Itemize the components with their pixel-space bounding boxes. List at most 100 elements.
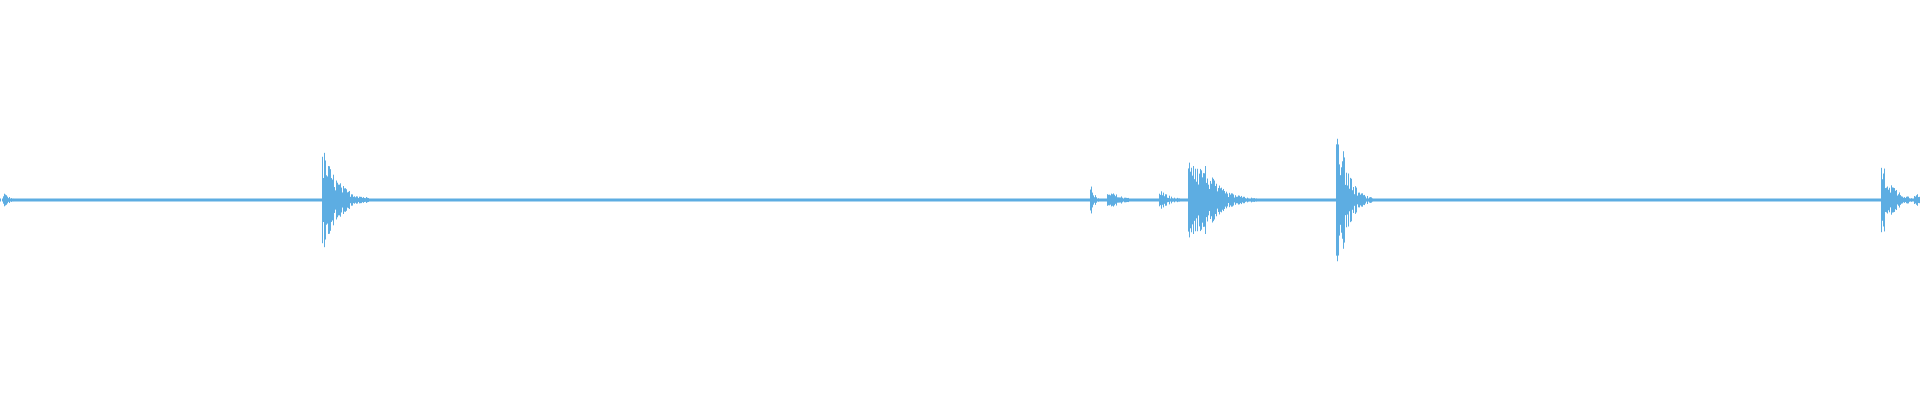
waveform-sample-bar xyxy=(774,198,775,202)
waveform-sample-bar xyxy=(1874,198,1875,202)
waveform-sample-bar xyxy=(1886,187,1887,213)
waveform-sample-bar xyxy=(750,198,751,202)
waveform-sample-bar xyxy=(1322,198,1323,202)
waveform-sample-bar xyxy=(1640,198,1641,202)
waveform-sample-bar xyxy=(1168,198,1169,202)
waveform-sample-bar xyxy=(1471,198,1472,202)
waveform-sample-bar xyxy=(637,198,638,202)
waveform-sample-bar xyxy=(650,198,651,202)
waveform-sample-bar xyxy=(1195,168,1196,232)
waveform-sample-bar xyxy=(1443,198,1444,202)
waveform-sample-bar xyxy=(417,198,418,202)
waveform-sample-bar xyxy=(1310,198,1311,202)
waveform-sample-bar xyxy=(1347,185,1348,215)
waveform-sample-bar xyxy=(1425,198,1426,202)
waveform-sample-bar xyxy=(1259,198,1260,202)
waveform-sample-bar xyxy=(1707,198,1708,202)
waveform-sample-bar xyxy=(166,198,167,202)
waveform-sample-bar xyxy=(1778,198,1779,202)
waveform-sample-bar xyxy=(681,198,682,202)
waveform-sample-bar xyxy=(1871,198,1872,202)
waveform-sample-bar xyxy=(984,198,985,202)
waveform-sample-bar xyxy=(469,198,470,202)
waveform-sample-bar xyxy=(985,198,986,202)
waveform-sample-bar xyxy=(394,198,395,202)
waveform-sample-bar xyxy=(414,198,415,202)
waveform-sample-bar xyxy=(305,198,306,202)
waveform-sample-bar xyxy=(470,198,471,202)
waveform-sample-bar xyxy=(506,198,507,202)
waveform-sample-bar xyxy=(1082,198,1083,202)
waveform-sample-bar xyxy=(719,198,720,202)
waveform-sample-bar xyxy=(1394,198,1395,202)
waveform-sample-bar xyxy=(1744,198,1745,202)
waveform-sample-bar xyxy=(160,198,161,202)
waveform-sample-bar xyxy=(32,198,33,202)
waveform-sample-bar xyxy=(1887,186,1888,214)
waveform-sample-bar xyxy=(1187,198,1188,202)
waveform-sample-bar xyxy=(1578,198,1579,202)
waveform-sample-bar xyxy=(1408,198,1409,202)
waveform-sample-bar xyxy=(1222,190,1223,210)
waveform-sample-bar xyxy=(1731,198,1732,202)
waveform-sample-bar xyxy=(878,198,879,202)
waveform-sample-bar xyxy=(1154,198,1155,202)
waveform-sample-bar xyxy=(1866,198,1867,202)
waveform-sample-bar xyxy=(1826,198,1827,202)
waveform-sample-bar xyxy=(881,198,882,202)
waveform-sample-bar xyxy=(34,198,35,202)
waveform-sample-bar xyxy=(594,198,595,202)
waveform-sample-bar xyxy=(1711,198,1712,202)
waveform-sample-bar xyxy=(904,198,905,202)
waveform-sample-bar xyxy=(108,198,109,202)
waveform-sample-bar xyxy=(440,198,441,202)
waveform-sample-bar xyxy=(1724,198,1725,202)
waveform-sample-bar xyxy=(652,198,653,202)
waveform-sample-bar xyxy=(1656,198,1657,202)
waveform-sample-bar xyxy=(1710,198,1711,202)
waveform-sample-bar xyxy=(1068,198,1069,202)
waveform-sample-bar xyxy=(1060,198,1061,202)
waveform-sample-bar xyxy=(1111,193,1112,207)
waveform-sample-bar xyxy=(910,198,911,202)
waveform-sample-bar xyxy=(1336,144,1337,256)
waveform-sample-bar xyxy=(1777,198,1778,202)
waveform-sample-bar xyxy=(541,198,542,202)
waveform-sample-bar xyxy=(1151,198,1152,202)
waveform-sample-bar xyxy=(1217,191,1218,209)
waveform-sample-bar xyxy=(101,198,102,202)
waveform-sample-bar xyxy=(1460,198,1461,202)
waveform-sample-bar xyxy=(88,198,89,202)
waveform-sample-bar xyxy=(680,198,681,202)
waveform-sample-bar xyxy=(1543,198,1544,202)
waveform-sample-bar xyxy=(139,198,140,202)
waveform-sample-bar xyxy=(1655,198,1656,202)
waveform-sample-bar xyxy=(1087,198,1088,202)
waveform-sample-bar xyxy=(1589,198,1590,202)
waveform-sample-bar xyxy=(707,198,708,202)
waveform-sample-bar xyxy=(1490,198,1491,202)
waveform-sample-bar xyxy=(307,198,308,202)
waveform-sample-bar xyxy=(708,198,709,202)
waveform-sample-bar xyxy=(1654,198,1655,202)
waveform-sample-bar xyxy=(253,198,254,202)
waveform-sample-bar xyxy=(895,198,896,202)
waveform-sample-bar xyxy=(890,198,891,202)
waveform-sample-bar xyxy=(112,198,113,202)
waveform-sample-bar xyxy=(611,198,612,202)
waveform-sample-bar xyxy=(520,198,521,202)
waveform-sample-bar xyxy=(1433,198,1434,202)
waveform-sample-bar xyxy=(122,198,123,202)
waveform-sample-bar xyxy=(1108,194,1109,206)
waveform-sample-bar xyxy=(1852,198,1853,202)
waveform-sample-bar xyxy=(1184,198,1185,202)
waveform-sample-bar xyxy=(1334,198,1335,202)
waveform-sample-bar xyxy=(163,198,164,202)
waveform-sample-bar xyxy=(931,198,932,202)
waveform-sample-bar xyxy=(191,198,192,202)
waveform-sample-bar xyxy=(410,198,411,202)
waveform-sample-bar xyxy=(457,198,458,202)
waveform-sample-bar xyxy=(1534,198,1535,202)
waveform-sample-bar xyxy=(1854,198,1855,202)
